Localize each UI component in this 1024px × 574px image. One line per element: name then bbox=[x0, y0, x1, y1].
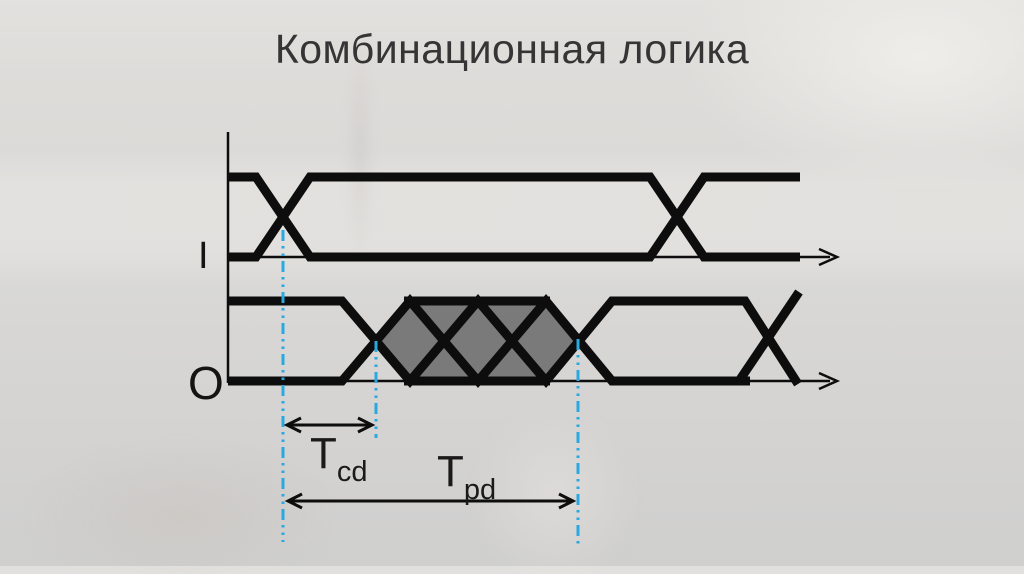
tcd-label: Tcd bbox=[310, 429, 368, 488]
input-axis-arrowhead-icon bbox=[818, 247, 841, 267]
tcd-arrowhead-right-icon bbox=[357, 416, 376, 434]
output-final-rising-edge bbox=[735, 289, 803, 384]
output-waveform-rail-b bbox=[228, 293, 750, 388]
output-signal-waveform bbox=[228, 289, 841, 391]
input-waveform-rail-a bbox=[228, 172, 800, 262]
input-waveform-rail-b bbox=[228, 172, 800, 262]
tpd-arrowhead-right-icon bbox=[558, 492, 577, 510]
slide-title: Комбинационная логика bbox=[274, 26, 750, 72]
background-center-blob bbox=[470, 400, 640, 574]
event-markers bbox=[281, 230, 580, 545]
input-signal-waveform bbox=[228, 172, 841, 267]
background-bottom-strip bbox=[0, 566, 1024, 574]
tcd-arrowhead-left-icon bbox=[283, 416, 302, 434]
output-axis-arrowhead-icon bbox=[818, 371, 841, 391]
background-branch-shadow bbox=[330, 0, 390, 300]
tcd-measurement: Tcd bbox=[283, 416, 376, 488]
tpd-measurement: Tpd bbox=[284, 447, 577, 510]
input-signal-label: I bbox=[198, 235, 209, 277]
tpd-arrowhead-left-icon bbox=[284, 492, 303, 510]
tpd-label: Tpd bbox=[437, 447, 496, 506]
output-signal-label: O bbox=[188, 357, 224, 409]
background-watch-blob bbox=[20, 440, 340, 574]
uncertainty-region-fill bbox=[376, 301, 578, 381]
